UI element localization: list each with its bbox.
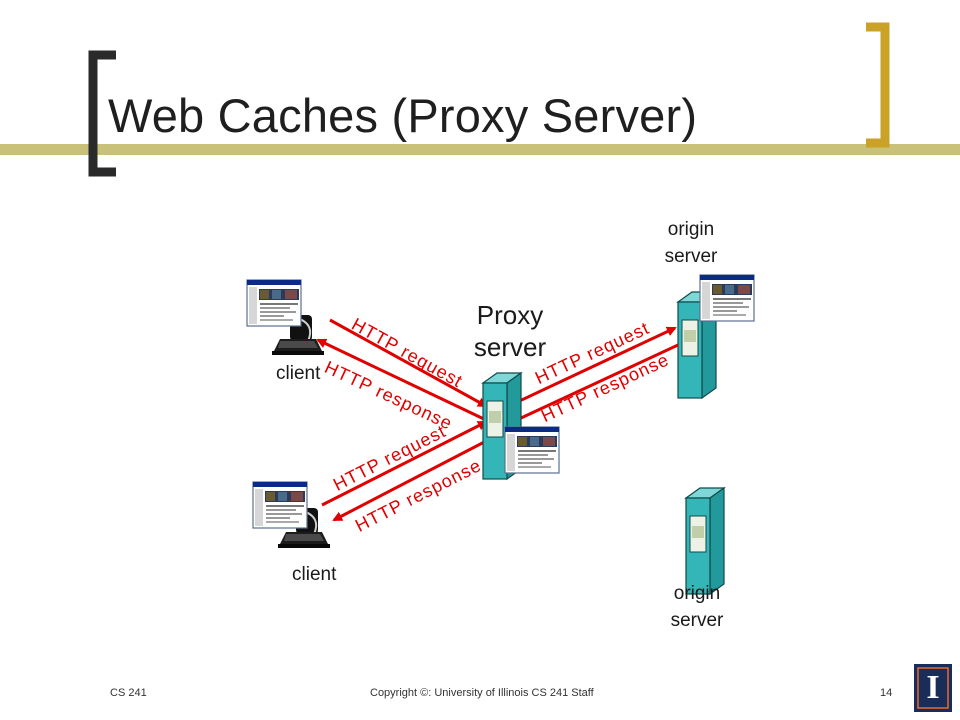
bottom-client-computer-icon [252, 481, 331, 549]
page-title: Web Caches (Proxy Server) [108, 89, 698, 142]
proxy-server-label: Proxy server [465, 299, 555, 363]
client-bottom-label: client [292, 564, 337, 585]
origin-top-line2: server [664, 246, 718, 267]
left-bracket [88, 50, 116, 177]
bottom-client-response-arrow [332, 436, 493, 522]
top-client-response-arrow [316, 338, 487, 422]
university-logo-icon [914, 664, 952, 712]
proxy-line2: server [473, 332, 547, 362]
origin-bottom-line1: origin [673, 583, 721, 604]
origin-server-top-icon [677, 274, 755, 399]
gold-title-band [0, 144, 960, 155]
client-top-label: client [276, 363, 321, 384]
origin-response-arrow [504, 343, 679, 427]
top-client-computer-icon [246, 279, 325, 356]
footer-copyright: Copyright ©: University of Illinois CS 2… [370, 687, 594, 699]
top-client-request-arrow [329, 318, 488, 408]
logo-letter: I [926, 669, 940, 706]
bottom-client-request-arrow [321, 420, 488, 507]
footer-page-number: 14 [880, 687, 893, 699]
origin-bottom-line2: server [670, 610, 724, 631]
origin-request-arrow [495, 326, 677, 414]
footer-course: CS 241 [110, 687, 147, 699]
right-bracket [866, 22, 890, 148]
origin-server-bottom-label: origin server [661, 580, 733, 634]
origin-server-bottom-icon [685, 487, 725, 595]
origin-server-top-label: origin server [655, 216, 727, 270]
origin-top-line1: origin [667, 219, 715, 240]
proxy-line1: Proxy [476, 300, 544, 330]
